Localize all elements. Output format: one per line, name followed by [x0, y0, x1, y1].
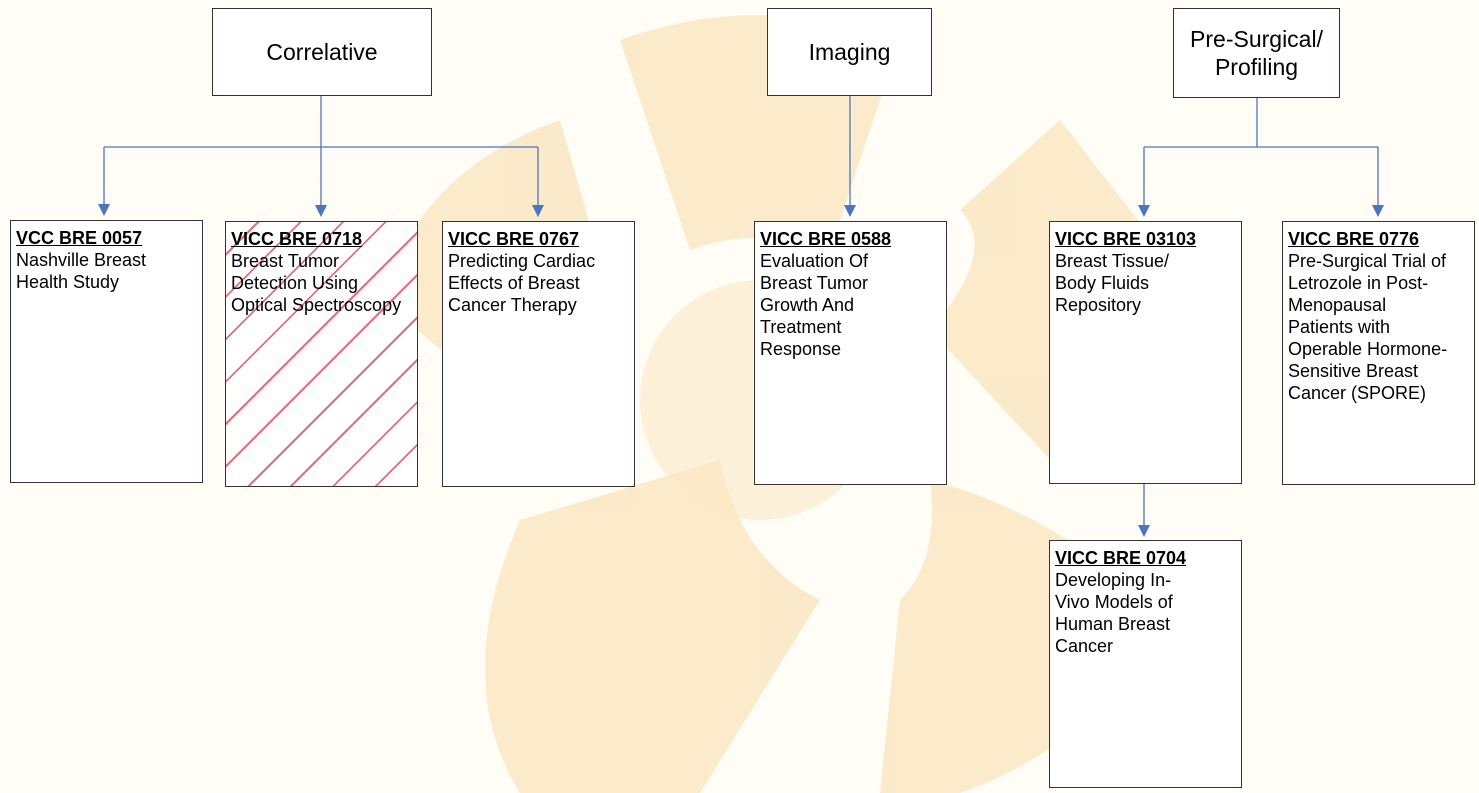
- study-id: VCC BRE 0057: [16, 228, 143, 248]
- study-id: VICC BRE 0704: [1055, 548, 1187, 568]
- category-box-correlative: Correlative: [212, 8, 432, 96]
- study-title: Pre-Surgical Trial of Letrozole in Post-…: [1288, 251, 1448, 403]
- study-box-vicc-bre-03103: VICC BRE 03103 Breast Tissue/ Body Fluid…: [1049, 221, 1242, 484]
- category-label-presurgical: Pre-Surgical/ Profiling: [1190, 26, 1323, 80]
- study-box-vicc-bre-0776: VICC BRE 0776 Pre-Surgical Trial of Letr…: [1282, 221, 1475, 485]
- study-id: VICC BRE 0767: [448, 229, 580, 249]
- category-box-presurgical: Pre-Surgical/ Profiling: [1173, 8, 1340, 98]
- study-id: VICC BRE 0776: [1288, 229, 1420, 249]
- study-title: Breast Tissue/ Body Fluids Repository: [1055, 251, 1170, 315]
- category-label-imaging: Imaging: [808, 39, 891, 65]
- category-label-correlative: Correlative: [266, 39, 378, 65]
- study-id: VICC BRE 0718: [231, 229, 363, 249]
- study-box-vicc-bre-0588: VICC BRE 0588 Evaluation Of Breast Tumor…: [754, 221, 947, 485]
- study-id: VICC BRE 03103: [1055, 229, 1197, 249]
- study-box-vicc-bre-0718: VICC BRE 0718 Breast Tumor Detection Usi…: [225, 221, 418, 487]
- study-id: VICC BRE 0588: [760, 229, 892, 249]
- study-box-vicc-bre-0767: VICC BRE 0767 Predicting Cardiac Effects…: [442, 221, 635, 487]
- study-title: Breast Tumor Detection Using Optical Spe…: [231, 251, 402, 315]
- study-title: Predicting Cardiac Effects of Breast Can…: [448, 251, 596, 315]
- study-title: Evaluation Of Breast Tumor Growth And Tr…: [760, 251, 869, 359]
- study-box-vcc-bre-0057: VCC BRE 0057 Nashville Breast Health Stu…: [10, 220, 203, 483]
- study-title: Nashville Breast Health Study: [16, 250, 147, 292]
- study-title: Developing In-Vivo Models of Human Breas…: [1055, 570, 1173, 656]
- category-box-imaging: Imaging: [767, 8, 932, 96]
- study-box-vicc-bre-0704: VICC BRE 0704 Developing In-Vivo Models …: [1049, 540, 1242, 788]
